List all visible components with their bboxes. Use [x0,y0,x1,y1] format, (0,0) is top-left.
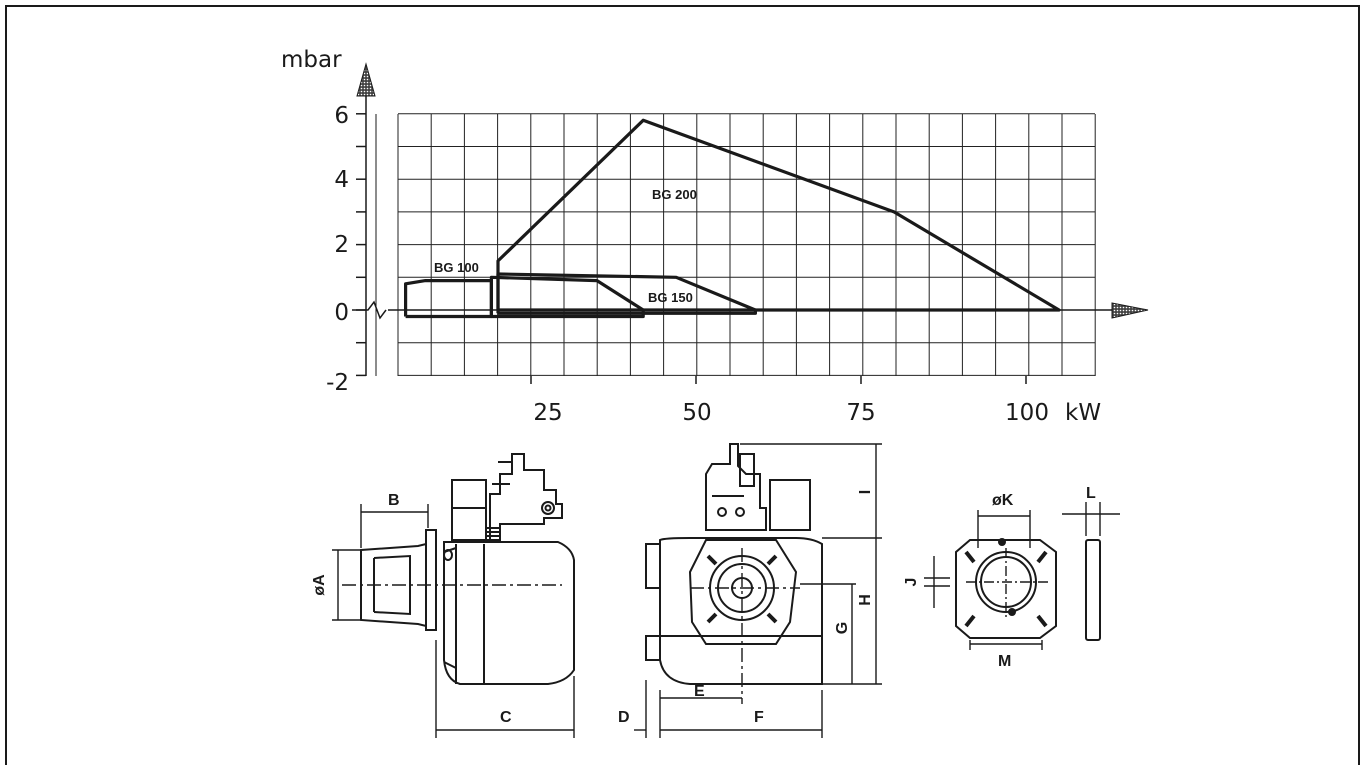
dim-label-d: D [618,709,630,726]
y-axis-label: mbar [281,47,342,73]
dim-label-g: G [834,622,851,634]
chart-axes: mbar kW 25 50 75 100 6 4 2 0 -2 [281,47,1149,426]
y-tick-label: 4 [334,167,349,193]
series-line-0 [404,279,493,319]
axis-break [352,300,387,320]
dim-label-m: M [998,653,1011,670]
x-tick-label: 25 [533,400,562,426]
y-tick-label: 6 [334,103,349,129]
burner-gas-valve [489,453,563,541]
curve-label-bg100: BG 100 [434,260,479,275]
curve-label-bg200: BG 200 [652,187,697,202]
dim-label-e: E [694,683,705,700]
dim-label-b: B [388,492,400,509]
burner-front-view [645,443,823,685]
dim-label-c: C [500,709,512,726]
front-gas-valve [705,443,767,531]
curve-label-bg150: BG 150 [648,290,693,305]
flange-dimensions [924,502,1120,650]
front-fan-motor [769,479,811,531]
x-axis-arrow [1111,302,1149,319]
front-view-dimensions [634,443,882,738]
chart-grid [397,113,1096,376]
burner-housing [443,541,575,685]
dim-label-j: J [903,578,920,587]
x-tick-label: 50 [682,400,711,426]
burner-fan-motor [451,479,487,541]
dim-label-f: F [754,709,764,726]
y-tick-label: 0 [334,300,349,326]
y-axis-arrow [356,62,376,97]
figure-frame [5,5,1360,765]
dim-label-k: øK [992,492,1014,509]
flange-gasket [1085,539,1101,641]
dim-label-a: øA [311,574,328,596]
burner-flange [425,529,437,631]
burner-side-view [360,453,575,685]
dim-label-h: H [857,594,874,606]
y-tick-label: 2 [334,232,349,258]
dim-label-i: I [857,490,874,494]
curve-labels: BG 100 BG 150 BG 200 [434,187,697,305]
x-tick-label: 100 [1005,400,1049,426]
flange-detail [955,538,1101,641]
side-view-dimensions [332,504,575,738]
flange-plate [955,539,1057,639]
chart-curves [404,118,1061,319]
x-axis-label: kW [1065,400,1101,426]
front-housing [659,537,823,685]
dim-label-l: L [1086,485,1096,502]
x-tick-label: 75 [846,400,875,426]
series-line-1 [489,275,645,319]
y-tick-label: -2 [326,370,349,396]
